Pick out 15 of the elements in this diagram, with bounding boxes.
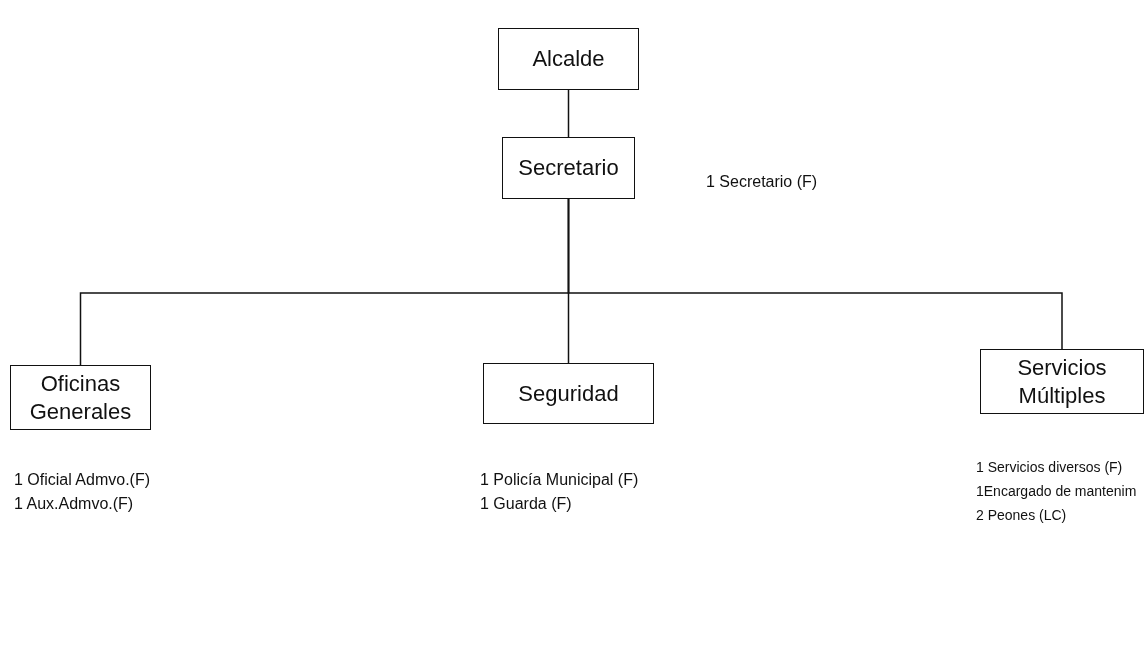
- staff-note: 1 Aux.Admvo.(F): [14, 494, 135, 514]
- staff-note: 1 Secretario (F): [706, 172, 818, 192]
- staff-note: 1Encargado de mantenim: [976, 482, 1137, 501]
- org-box: Oficinas Generales: [10, 365, 151, 430]
- staff-note: 2 Peones (LC): [976, 506, 1068, 525]
- connector-line: [567, 89, 570, 138]
- org-box: Secretario: [502, 137, 635, 199]
- staff-note: 1 Guarda (F): [480, 494, 573, 514]
- connector-line: [567, 198, 1063, 350]
- org-box: Servicios Múltiples: [980, 349, 1144, 414]
- org-box: Seguridad: [483, 363, 654, 424]
- staff-note: 1 Oficial Admvo.(F): [14, 470, 151, 490]
- staff-note: 1 Servicios diversos (F): [976, 458, 1124, 477]
- org-box: Alcalde: [498, 28, 639, 90]
- staff-note: 1 Policía Municipal (F): [480, 470, 639, 490]
